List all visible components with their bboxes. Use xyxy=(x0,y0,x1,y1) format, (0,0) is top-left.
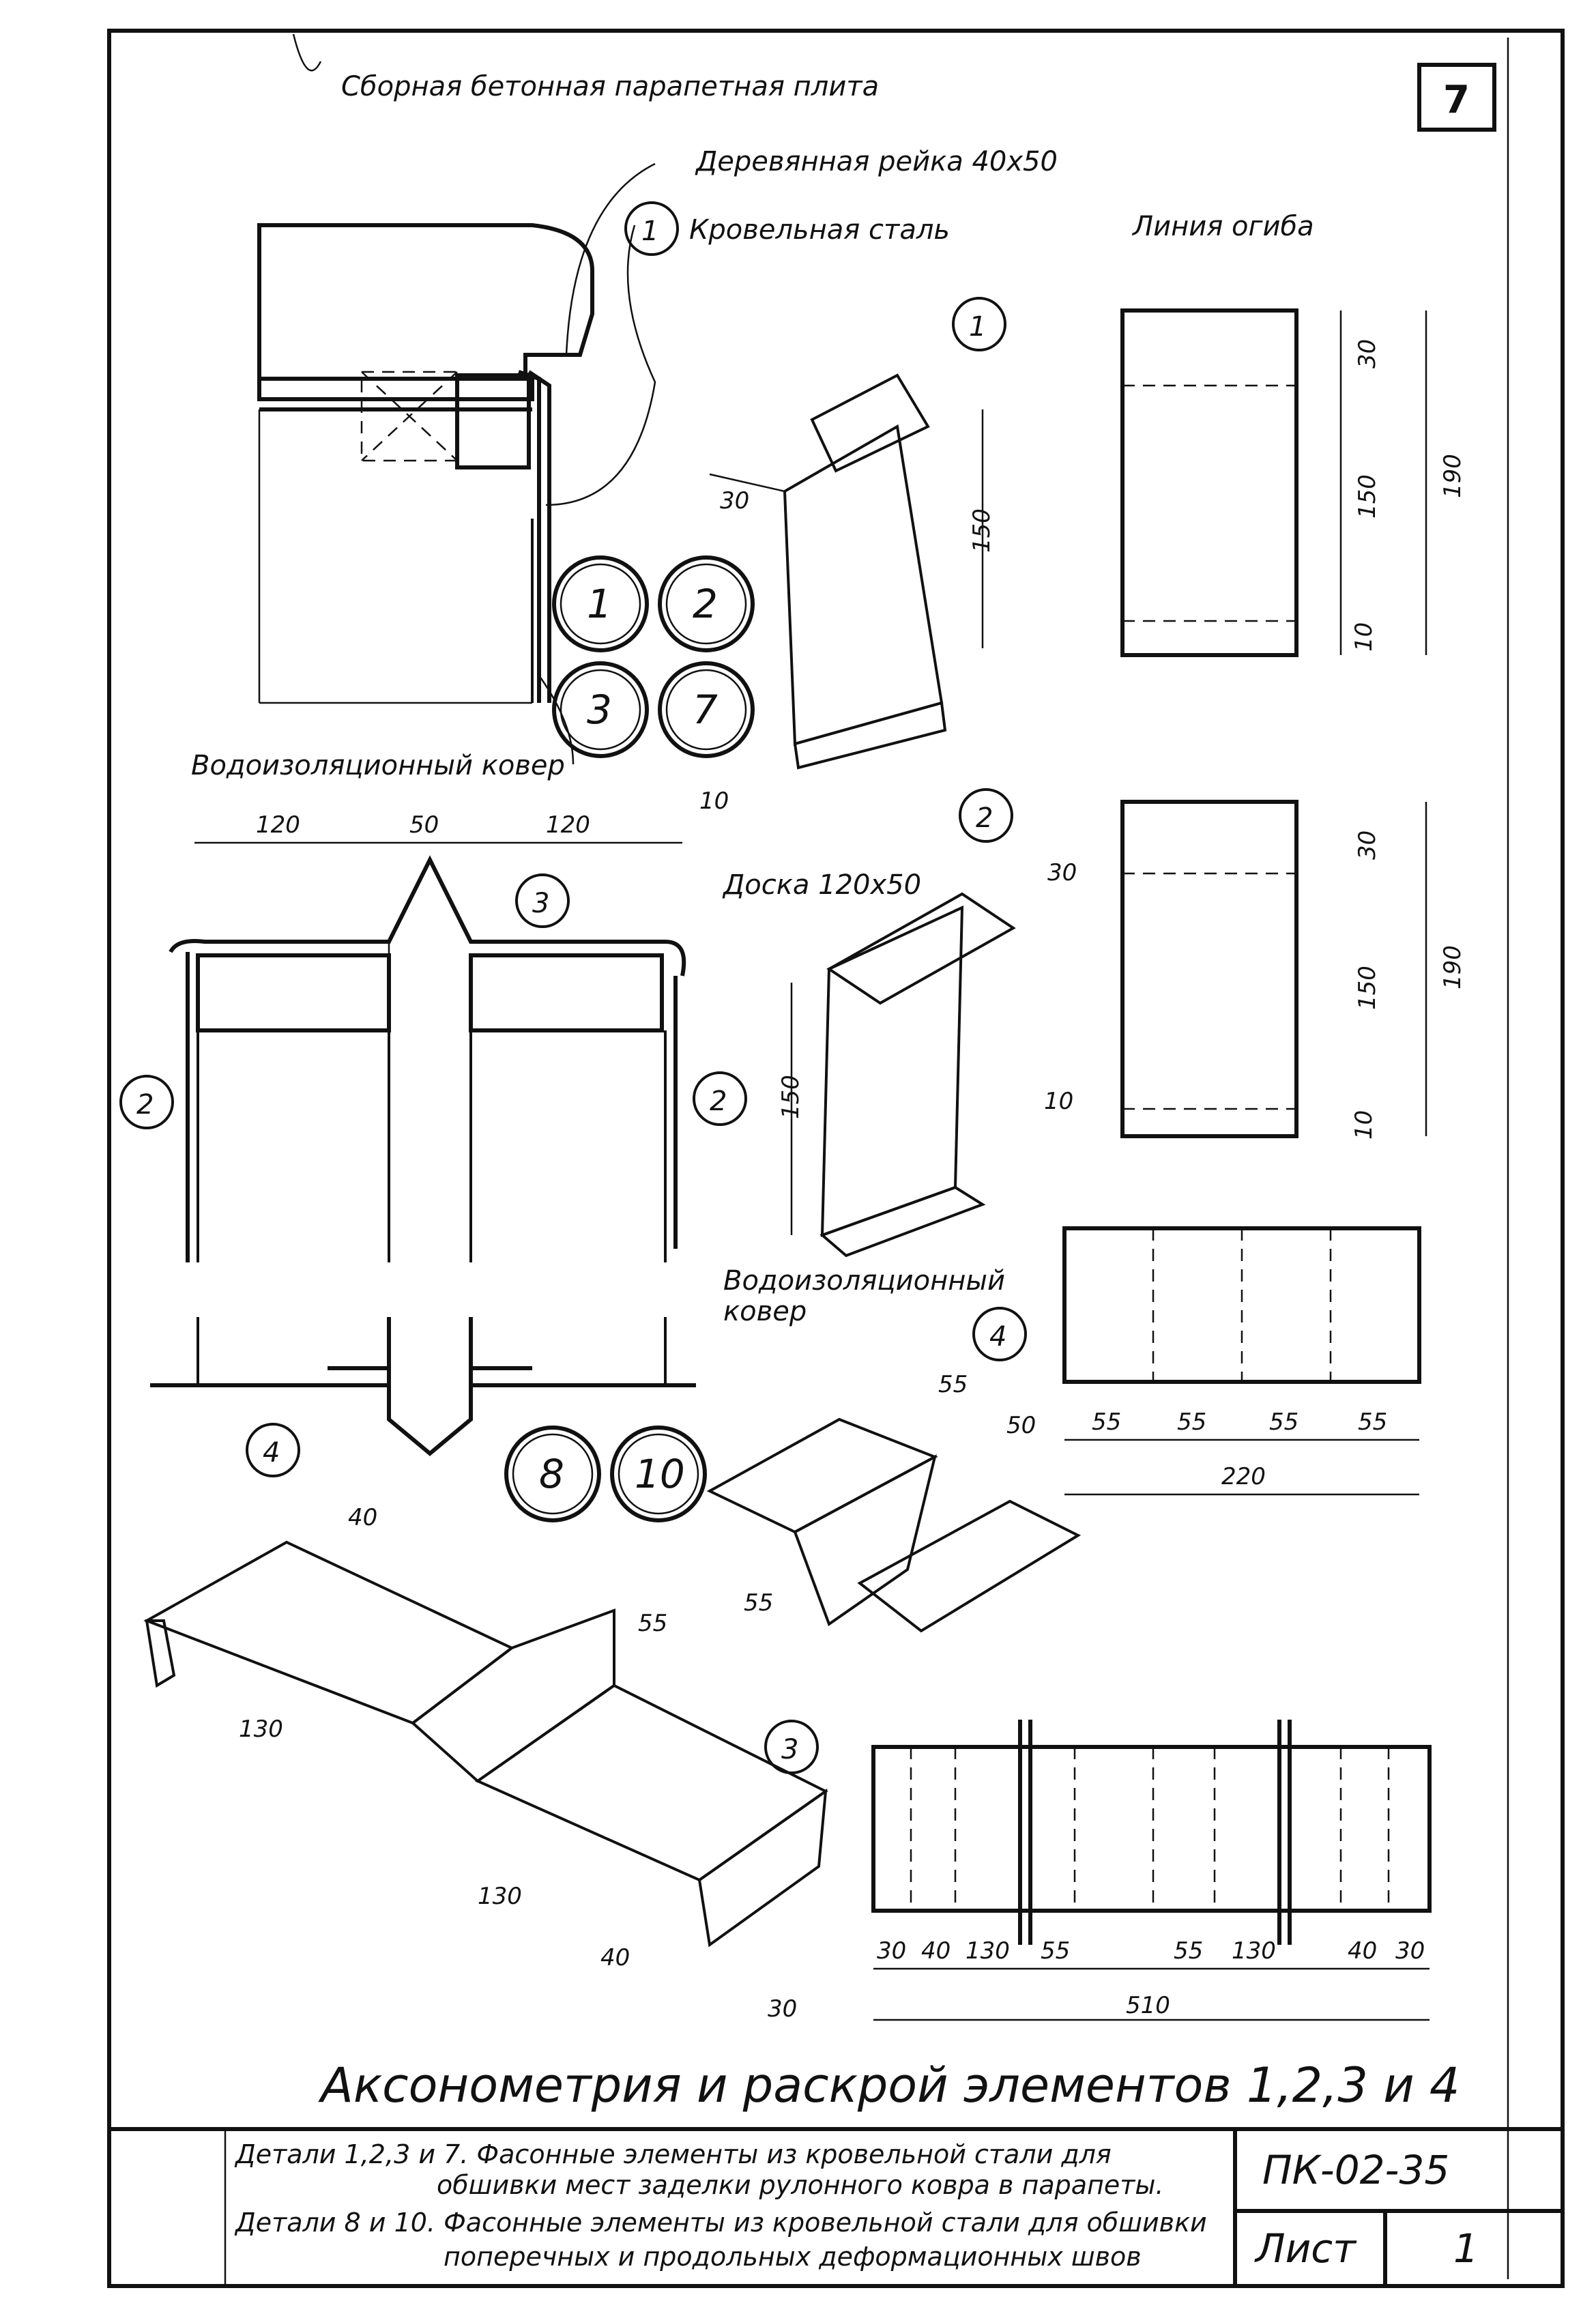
element-3-isometric: 40 55 130 130 40 30 xyxy=(143,1504,828,2023)
element-4-isometric: 55 50 55 xyxy=(706,1371,1082,1633)
dim-el3-30: 30 xyxy=(768,1995,797,2023)
title-line-2: обшивки мест заделки рулонного ковра в п… xyxy=(437,2170,1164,2200)
dim-el4f-220: 220 xyxy=(1221,1463,1266,1490)
sheet-label: Лист xyxy=(1254,2225,1357,2272)
dim-el2-30: 30 xyxy=(1047,859,1077,886)
dim-sec-120b: 120 xyxy=(546,811,590,839)
element-2-flat: 30 150 10 190 xyxy=(1120,800,1466,1140)
sheet-number: 7 xyxy=(1443,78,1470,122)
detail-10: 10 xyxy=(635,1451,685,1497)
dim-el3f-40a: 40 xyxy=(921,1937,951,1965)
dim-sec-120a: 120 xyxy=(256,811,300,839)
dim-el2f-190: 190 xyxy=(1439,945,1466,989)
element-3-flat: 30 40 130 55 55 130 40 30 510 xyxy=(871,1720,1432,2021)
top-labels: Сборная бетонная парапетная плита Деревя… xyxy=(191,71,1314,781)
expansion-joint-section: 120 50 120 xyxy=(150,811,696,1456)
detail-7: 7 xyxy=(693,686,718,733)
dim-el1f-190: 190 xyxy=(1439,454,1466,498)
dim-el1f-10: 10 xyxy=(1350,622,1378,652)
dim-el4f-55c: 55 xyxy=(1269,1408,1298,1436)
dim-el2-10: 10 xyxy=(1044,1088,1073,1115)
callout-3b: 3 xyxy=(781,1734,798,1765)
dim-el3-130a: 130 xyxy=(239,1716,283,1743)
dim-el3-40a: 40 xyxy=(348,1504,377,1531)
middle-labels: Доска 120х50 Водоизоляционный ковер xyxy=(722,869,1005,1327)
dim-el1-30: 30 xyxy=(720,487,749,515)
callouts: 1 1 2 2 2 3 3 4 4 xyxy=(119,201,1027,1774)
title-line-1: Детали 1,2,3 и 7. Фасонные элементы из к… xyxy=(234,2139,1112,2169)
dim-el1f-150: 150 xyxy=(1354,474,1381,519)
dim-el3f-30b: 30 xyxy=(1395,1937,1425,1965)
detail-8: 8 xyxy=(539,1451,564,1497)
dim-el3-40b: 40 xyxy=(600,1944,630,1971)
dim-el4f-55d: 55 xyxy=(1358,1408,1387,1436)
detail-2: 2 xyxy=(693,581,718,627)
sheet-number-bottom: 1 xyxy=(1453,2225,1479,2272)
dim-el2f-150: 150 xyxy=(1354,966,1381,1010)
drawing-caption: Аксонометрия и раскрой элементов 1,2,3 и… xyxy=(318,2057,1460,2113)
detail-1: 1 xyxy=(587,581,612,627)
dim-el3f-55a: 55 xyxy=(1041,1937,1070,1965)
dim-el1-10: 10 xyxy=(699,787,729,815)
title-block: Детали 1,2,3 и 7. Фасонные элементы из к… xyxy=(109,2127,1563,2286)
dim-el1-150: 150 xyxy=(968,508,996,553)
dim-el3f-40b: 40 xyxy=(1348,1937,1377,1965)
dim-el3f-510: 510 xyxy=(1126,1992,1170,2019)
label-wood-batten: Деревянная рейка 40х50 xyxy=(695,146,1058,177)
element-1-flat: 30 150 10 190 xyxy=(1120,308,1466,657)
callout-2a: 2 xyxy=(976,802,993,834)
dim-el4f-55b: 55 xyxy=(1177,1408,1206,1436)
dim-el1f-30: 30 xyxy=(1354,339,1381,368)
dim-el3f-130a: 130 xyxy=(966,1937,1010,1965)
drawing-code: ПК-02-35 xyxy=(1262,2147,1449,2193)
callout-2c: 2 xyxy=(710,1086,727,1117)
title-line-4: поперечных и продольных деформационных ш… xyxy=(444,2242,1142,2272)
element-2-isometric: 30 150 10 xyxy=(777,859,1077,1258)
dim-el3-130b: 130 xyxy=(478,1883,522,1910)
element-1-isometric: 30 150 10 xyxy=(699,373,996,815)
element-4-flat: 55 55 55 55 220 xyxy=(1062,1226,1421,1496)
dim-el3f-30a: 30 xyxy=(877,1937,906,1965)
label-bend-line: Линия огиба xyxy=(1131,211,1314,242)
title-line-3: Детали 8 и 10. Фасонные элементы из кров… xyxy=(234,2208,1207,2238)
dim-sec-50: 50 xyxy=(409,811,439,839)
dim-el4-55a: 55 xyxy=(938,1371,968,1398)
dim-el4-50: 50 xyxy=(1006,1412,1036,1439)
label-board: Доска 120х50 xyxy=(722,869,921,901)
dim-el2f-30: 30 xyxy=(1354,830,1381,860)
callout-2b: 2 xyxy=(136,1089,154,1120)
callout-4b: 4 xyxy=(989,1321,1006,1353)
dim-el3-55: 55 xyxy=(638,1610,667,1637)
callout-3a: 3 xyxy=(532,888,549,919)
dim-el4f-55a: 55 xyxy=(1092,1408,1121,1436)
label-parapet-slab: Сборная бетонная парапетная плита xyxy=(341,71,879,102)
label-waterproofing-1: Водоизоляционный ковер xyxy=(191,750,565,781)
dim-el3f-55b: 55 xyxy=(1174,1937,1203,1965)
label-waterproofing-2a: Водоизоляционный xyxy=(723,1265,1005,1297)
dim-el2-150: 150 xyxy=(777,1075,804,1119)
dim-el4-55b: 55 xyxy=(744,1589,773,1617)
detail-circles: 1 2 3 7 8 10 xyxy=(504,555,755,1522)
parapet-section xyxy=(257,33,656,765)
label-roof-steel: Кровельная сталь xyxy=(689,214,950,246)
label-waterproofing-2b: ковер xyxy=(723,1296,807,1327)
dim-el3f-130b: 130 xyxy=(1232,1937,1276,1965)
callout-1b: 1 xyxy=(969,311,986,343)
frame: 7 xyxy=(107,29,1565,2288)
callout-1a: 1 xyxy=(641,216,658,247)
dim-el2f-10: 10 xyxy=(1350,1110,1378,1140)
callout-4a: 4 xyxy=(263,1437,280,1469)
detail-3: 3 xyxy=(587,686,612,733)
